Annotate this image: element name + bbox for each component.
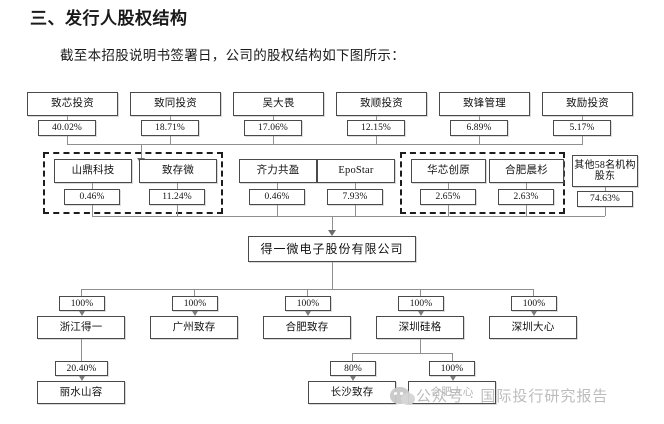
top-shareholder-pct-3: 12.15% — [347, 120, 405, 136]
connector-r1-down-4 — [479, 136, 480, 144]
subsidiary-box-2: 合肥致存 — [263, 316, 351, 339]
subsidiary-box-4: 深圳大心 — [489, 316, 577, 339]
wechat-icon — [390, 387, 415, 405]
sub-subsidiary-box-1: 长沙致存 — [308, 381, 396, 404]
top-shareholder-box-3: 致顺投资 — [336, 92, 427, 116]
arrow-to-sub-subsidiary-0 — [79, 376, 85, 381]
subsidiary-pct-0: 100% — [59, 296, 105, 311]
direct-shareholder-pct-6: 74.63% — [577, 191, 633, 207]
page-subtitle: 截至本招股说明书签署日，公司的股权结构如下图所示： — [60, 48, 405, 63]
direct-shareholder-pct-4: 2.65% — [420, 189, 476, 205]
arrow-to-company — [328, 230, 336, 236]
connector-r1-stub-0 — [67, 116, 68, 120]
connector-company-down — [332, 262, 333, 289]
connector-r1-down-0 — [67, 136, 68, 144]
connector-sub-down-4 — [533, 289, 534, 297]
direct-shareholder-box-1: 致存微 — [139, 159, 217, 183]
top-shareholder-pct-0: 40.02% — [38, 120, 96, 136]
top-shareholder-box-4: 致锋管理 — [439, 92, 530, 116]
top-shareholder-pct-4: 6.89% — [450, 120, 508, 136]
direct-shareholder-box-3: EpoStar — [317, 159, 395, 183]
subsidiary-box-3: 深圳硅格 — [376, 316, 464, 339]
subsidiary-box-0: 浙江得一 — [37, 316, 125, 339]
connector-r2-stub-2 — [277, 183, 278, 189]
connector-guige-down — [420, 339, 421, 353]
page-title: 三、发行人股权结构 — [30, 9, 188, 28]
connector-r2-stub-0 — [92, 183, 93, 189]
connector-r1-stub-5 — [582, 116, 583, 120]
connector-r1-down-5 — [582, 136, 583, 144]
arrow-to-subsidiary-2 — [305, 311, 311, 316]
arrow-to-subsidiary-3 — [418, 311, 424, 316]
top-shareholder-box-1: 致同投资 — [130, 92, 221, 116]
connector-r1-stub-4 — [479, 116, 480, 120]
connector-r2-stub-1 — [177, 183, 178, 189]
subsidiary-box-1: 广州致存 — [150, 316, 238, 339]
connector-bus-to-company — [332, 216, 333, 232]
connector-r2-stub-3 — [355, 183, 356, 189]
subsidiary-pct-3: 100% — [398, 296, 444, 311]
direct-shareholder-pct-5: 2.63% — [498, 189, 554, 205]
connector-r2-down-0 — [92, 205, 93, 216]
connector-sub-down-3 — [420, 289, 421, 297]
connector-r1-down-1 — [170, 136, 171, 144]
top-shareholder-pct-2: 17.06% — [244, 120, 302, 136]
subsidiary-pct-4: 100% — [511, 296, 557, 311]
arrow-to-subsidiary-4 — [531, 311, 537, 316]
direct-shareholder-pct-0: 0.46% — [64, 189, 120, 205]
direct-shareholder-pct-1: 11.24% — [149, 189, 205, 205]
direct-shareholder-box-4: 华芯创原 — [411, 159, 486, 183]
direct-shareholder-box-0: 山鼎科技 — [54, 159, 132, 183]
direct-shareholder-pct-3: 7.93% — [327, 189, 383, 205]
connector-r1-bus — [67, 144, 583, 145]
connector-r2-down-6 — [605, 207, 606, 216]
connector-sub-down-0 — [81, 289, 82, 297]
top-shareholder-box-5: 致励投资 — [542, 92, 633, 116]
connector-guige-right — [452, 353, 453, 361]
direct-shareholder-pct-2: 0.46% — [249, 189, 305, 205]
top-shareholder-box-0: 致芯投资 — [27, 92, 118, 116]
direct-shareholder-box-2: 齐力共盈 — [239, 159, 317, 183]
top-shareholder-pct-1: 18.71% — [141, 120, 199, 136]
connector-r1-down-2 — [273, 136, 274, 144]
connector-guige-bus — [352, 353, 452, 354]
connector-r1-stub-3 — [376, 116, 377, 120]
connector-r2-stub-4 — [448, 183, 449, 189]
subsidiary-pct-1: 100% — [172, 296, 218, 311]
arrow-to-sub-subsidiary-1 — [350, 376, 356, 381]
connector-r2-down-3 — [355, 205, 356, 216]
connector-r1-stub-2 — [273, 116, 274, 120]
connector-r2-stub-5 — [526, 183, 527, 189]
connector-sub-down-2 — [307, 289, 308, 297]
top-shareholder-box-2: 吴大畏 — [233, 92, 324, 116]
subsidiary-pct-2: 100% — [285, 296, 331, 311]
connector-r2-down-4 — [448, 205, 449, 216]
sub-subsidiary-pct-2: 100% — [429, 361, 475, 376]
top-shareholder-pct-5: 5.17% — [553, 120, 611, 136]
connector-r1-down-3 — [376, 136, 377, 144]
sub-subsidiary-box-0: 丽水山容 — [37, 381, 125, 404]
watermark-text: 公众号 · 国际投行研究报告 — [416, 388, 609, 405]
connector-zhejiang-down — [81, 339, 82, 361]
sub-subsidiary-pct-1: 80% — [330, 361, 376, 376]
company-box: 得一微电子股份有限公司 — [248, 236, 416, 262]
direct-shareholder-box-5: 合肥晨杉 — [489, 159, 564, 183]
direct-shareholder-box-6: 其他58名机构股东 — [572, 155, 638, 187]
connector-guige-left — [352, 353, 353, 361]
connector-r2-down-1 — [177, 205, 178, 216]
connector-r2-stub-6 — [605, 187, 606, 191]
connector-sub-down-1 — [194, 289, 195, 297]
connector-r2-down-5 — [526, 205, 527, 216]
arrow-to-sub-subsidiary-2 — [450, 376, 456, 381]
connector-r2-down-2 — [277, 205, 278, 216]
sub-subsidiary-pct-0: 20.40% — [55, 361, 108, 376]
connector-r1-stub-1 — [170, 116, 171, 120]
arrow-to-subsidiary-1 — [192, 311, 198, 316]
watermark: 公众号 · 国际投行研究报告 — [390, 385, 608, 406]
arrow-to-subsidiary-0 — [79, 311, 85, 316]
connector-r2-bus — [92, 216, 605, 217]
